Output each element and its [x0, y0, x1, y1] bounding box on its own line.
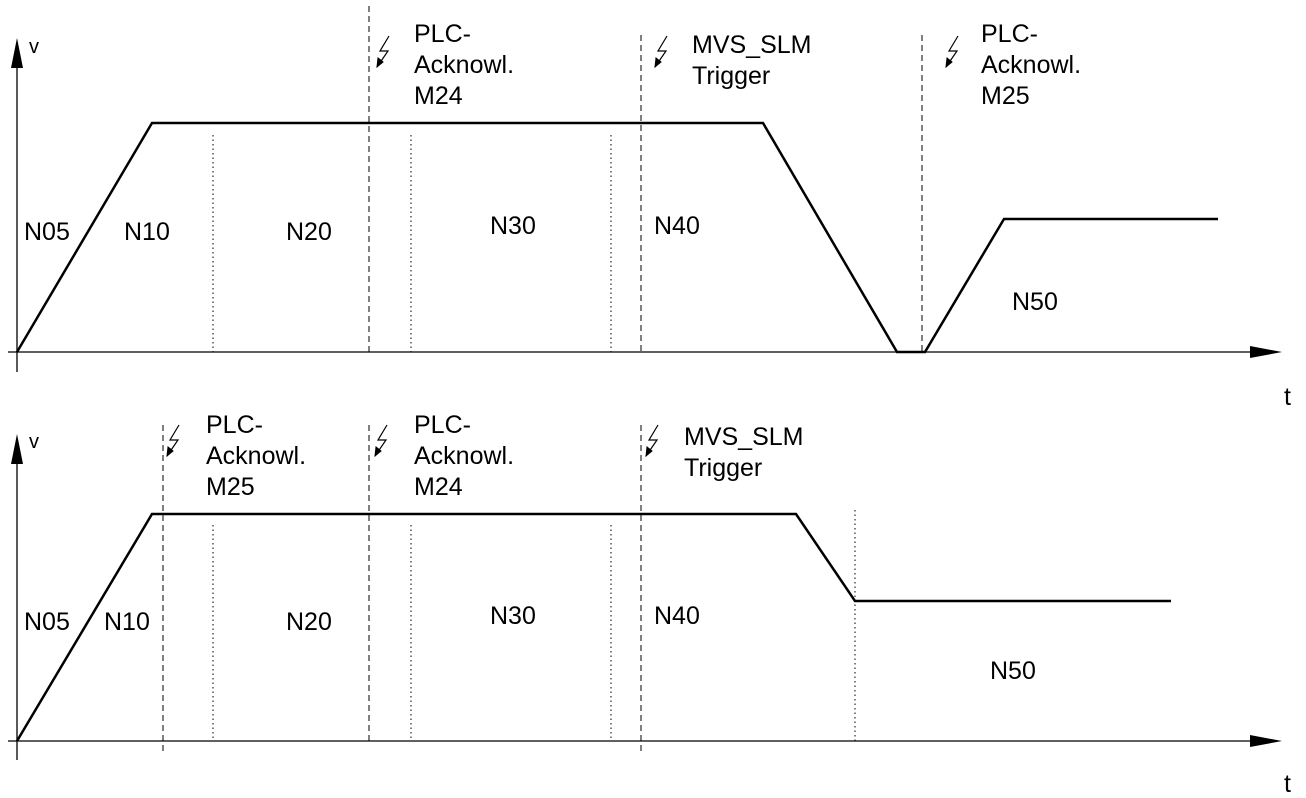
top-block-label: N30 [490, 212, 536, 240]
top-event-label: MVS_SLM Trigger [692, 31, 818, 90]
top-block-label: N50 [1012, 288, 1058, 316]
top-event-label: PLC- Acknowl. M25 [981, 20, 1088, 110]
bottom-block-label: N10 [104, 608, 150, 636]
top-t-arrowhead [1250, 346, 1282, 358]
bottom-event-label: PLC- Acknowl. M25 [206, 411, 313, 501]
top-event-label: PLC- Acknowl. M24 [414, 20, 521, 110]
top-signal-bolt-icon [654, 35, 668, 68]
bottom-block-label: N30 [490, 602, 536, 630]
bottom-t-arrowhead [1250, 735, 1282, 747]
top-signal-bolt-icon [945, 35, 959, 68]
top-v-label: v [29, 36, 39, 58]
bottom-event-label: PLC- Acknowl. M24 [414, 411, 521, 501]
top-diagram: v t PLC- Acknowl. M24 MVS_SLM Trigger PL… [8, 6, 1291, 411]
bottom-velocity-profile [15, 512, 1171, 742]
top-block-label: N05 [24, 218, 70, 246]
top-signal-bolt-icon [376, 35, 390, 68]
bottom-signal-bolt-icon [166, 424, 180, 457]
top-block-label: N10 [124, 218, 170, 246]
bottom-block-label: N40 [654, 602, 700, 630]
top-velocity-profile [15, 121, 1218, 354]
bottom-block-label: N20 [286, 608, 332, 636]
bottom-event-label: MVS_SLM Trigger [684, 423, 810, 482]
bottom-signal-bolt-icon [374, 424, 388, 457]
bottom-v-label: v [29, 431, 39, 453]
bottom-signal-bolt-icon [645, 424, 659, 457]
top-t-label: t [1284, 383, 1291, 411]
bottom-v-arrowhead [11, 434, 23, 464]
top-block-label: N20 [286, 218, 332, 246]
bottom-diagram: v t PLC- Acknowl. M25 PLC- Acknowl. M24 … [8, 411, 1291, 798]
bottom-block-label: N05 [24, 608, 70, 636]
top-v-arrowhead [11, 38, 23, 68]
bottom-t-label: t [1284, 770, 1291, 798]
top-block-label: N40 [654, 212, 700, 240]
bottom-block-label: N50 [990, 657, 1036, 685]
